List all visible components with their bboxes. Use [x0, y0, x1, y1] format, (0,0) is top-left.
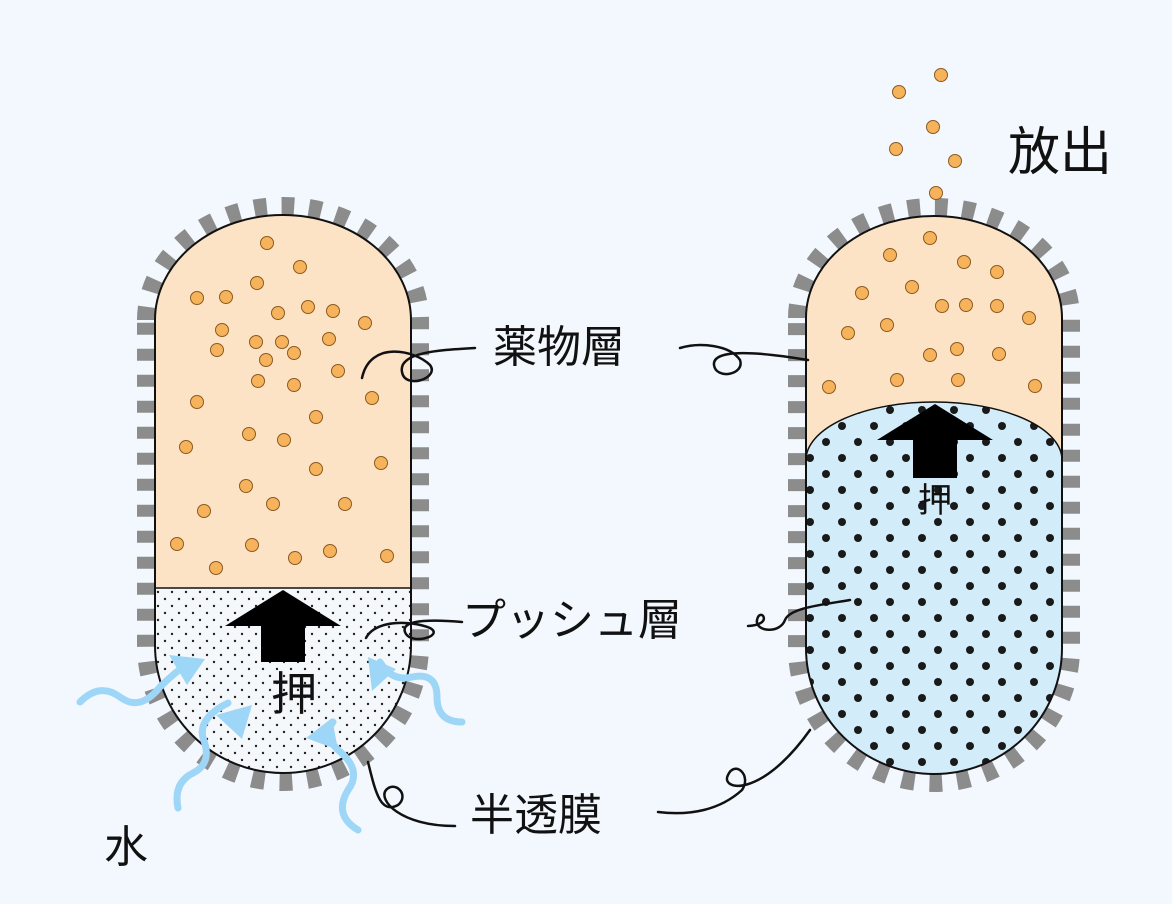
drug-particle [326, 304, 340, 318]
drug-particle [358, 316, 372, 330]
drug-particle [935, 299, 949, 313]
drug-particle [841, 326, 855, 340]
drug-particle [288, 551, 302, 565]
drug-particle [287, 378, 301, 392]
drug-particle [923, 231, 937, 245]
drug-particle [251, 374, 265, 388]
drug-particle [905, 280, 919, 294]
drug-particle [239, 479, 253, 493]
drug-particle [287, 346, 301, 360]
drug-particle [331, 364, 345, 378]
drug-particle [957, 255, 971, 269]
water-arrows [76, 655, 466, 834]
released-drug-particles [889, 68, 962, 200]
drug-layer-label: 薬物層 [493, 322, 625, 373]
drug-particle [219, 290, 233, 304]
drug-particle [293, 260, 307, 274]
drug-particle [245, 538, 259, 552]
drug-particle [951, 373, 965, 387]
drug-particle [309, 410, 323, 424]
left-push-arrow [225, 590, 341, 662]
drug-particle [209, 561, 223, 575]
drug-particle [275, 335, 289, 349]
drug-particle [323, 544, 337, 558]
drug-particle [170, 537, 184, 551]
release-label: 放出 [1008, 123, 1112, 183]
drug-particle [926, 120, 940, 134]
drug-particle [883, 248, 897, 262]
drug-particle [889, 142, 903, 156]
drug-particle [374, 456, 388, 470]
drug-particle [880, 318, 894, 332]
water-label: 水 [104, 822, 148, 873]
left-drug-particles [170, 236, 394, 575]
membrane-label: 半透膜 [470, 790, 602, 841]
drug-particle [266, 497, 280, 511]
right-capsule: 押 [788, 198, 1080, 792]
drug-particle [190, 395, 204, 409]
left-capsule: 押 [137, 197, 429, 791]
drug-particle [309, 462, 323, 476]
left-push-char: 押 [271, 667, 317, 721]
drug-particle [890, 373, 904, 387]
drug-particle [210, 343, 224, 357]
drug-particle [365, 391, 379, 405]
drug-particle [249, 335, 263, 349]
drug-particle [950, 342, 964, 356]
drug-particle [948, 154, 962, 168]
right-push-arrow [877, 404, 993, 478]
leader-lines [360, 343, 852, 828]
drug-particle [990, 299, 1004, 313]
drug-particle [855, 286, 869, 300]
drug-particle [929, 186, 943, 200]
drug-particle [250, 276, 264, 290]
drug-particle [1022, 311, 1036, 325]
drug-particle [260, 236, 274, 250]
drug-particle [959, 298, 973, 312]
drug-particle [1028, 379, 1042, 393]
right-drug-particles [822, 231, 1042, 394]
drug-particle [277, 433, 291, 447]
drug-particle [822, 380, 836, 394]
drug-particle [923, 348, 937, 362]
drug-particle [338, 497, 352, 511]
drug-particle [259, 353, 273, 367]
drug-particle [380, 549, 394, 563]
drug-particle [271, 306, 285, 320]
drug-particle [215, 323, 229, 337]
drug-particle [992, 347, 1006, 361]
drug-particle [322, 332, 336, 346]
push-layer-label: プッシュ層 [462, 595, 682, 646]
drug-particle [301, 300, 315, 314]
drug-particle [242, 427, 256, 441]
drug-particle [934, 68, 948, 82]
drug-particle [190, 291, 204, 305]
right-push-char: 押 [918, 481, 952, 521]
drug-particle [179, 440, 193, 454]
drug-particle [990, 265, 1004, 279]
drug-particle [197, 504, 211, 518]
drug-particle [892, 85, 906, 99]
